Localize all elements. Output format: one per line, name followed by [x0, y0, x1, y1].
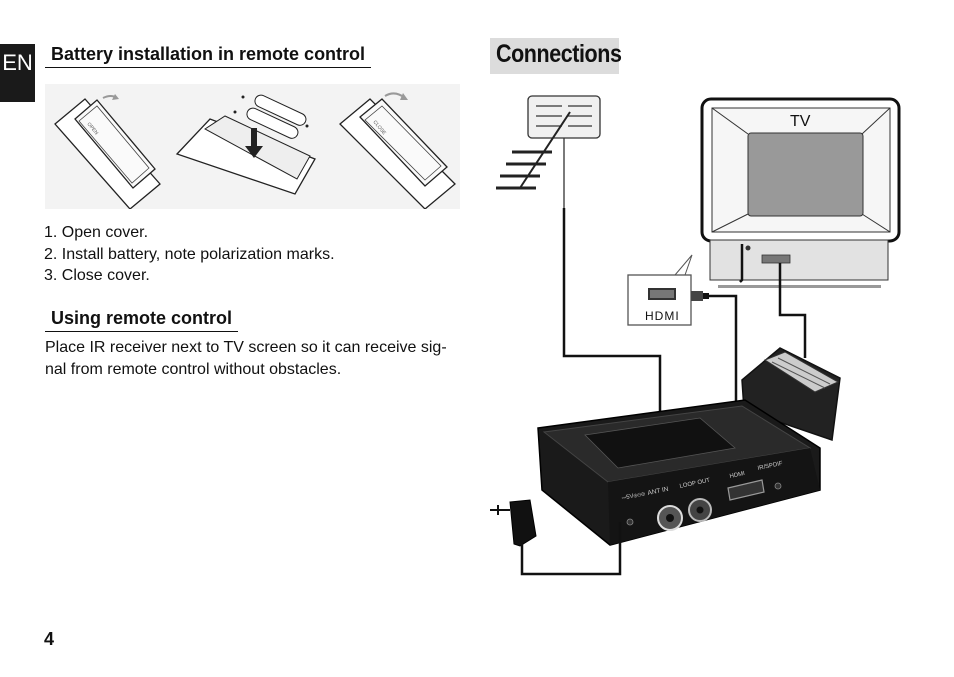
language-tab: EN — [0, 44, 35, 102]
tv-label: TV — [790, 113, 811, 130]
step-item: 2. Install battery, note polarization ma… — [44, 245, 335, 263]
remote-install-illustration — [175, 94, 316, 195]
remote-open-illustration: OPEN — [54, 94, 161, 209]
port-power-label: ⎓5V⊕⊖⊕ — [621, 491, 646, 502]
step-item: 1. Open cover. — [44, 224, 149, 241]
page-number: 4 — [44, 629, 55, 649]
port-ir-spdif-label: IR/SPDIF — [757, 461, 783, 472]
remote-section-text: Place IR receiver next to TV screen so i… — [45, 339, 447, 378]
battery-section-title: Battery installation in remote control — [45, 44, 372, 68]
power-adapter-icon — [490, 499, 537, 547]
step-item: 3. Close cover. — [44, 267, 150, 284]
remote-section-title: Using remote control — [45, 308, 239, 332]
connections-title-box — [490, 38, 619, 74]
battery-illustrations: OPEN CLOSE — [45, 84, 460, 209]
hdmi-callout: HDMI — [627, 254, 709, 326]
connection-diagram: TV HDMI ⎓5V⊕⊖⊕ ANT IN LOOP OUT HDMI IR/S… — [490, 95, 901, 576]
receiver-icon: ⎓5V⊕⊖⊕ ANT IN LOOP OUT HDMI IR/SPDIF — [537, 399, 821, 546]
tv-icon: TV — [700, 97, 901, 288]
port-hdmi-label: HDMI — [729, 471, 746, 480]
connections-title: Connections — [496, 40, 622, 68]
antenna-icon — [496, 95, 601, 210]
port-ant-in-label: ANT IN — [647, 486, 669, 497]
battery-steps: 1. Open cover. 2. Install battery, note … — [44, 222, 335, 287]
remote-close-illustration: CLOSE — [339, 92, 456, 209]
hdmi-label: HDMI — [645, 309, 680, 323]
